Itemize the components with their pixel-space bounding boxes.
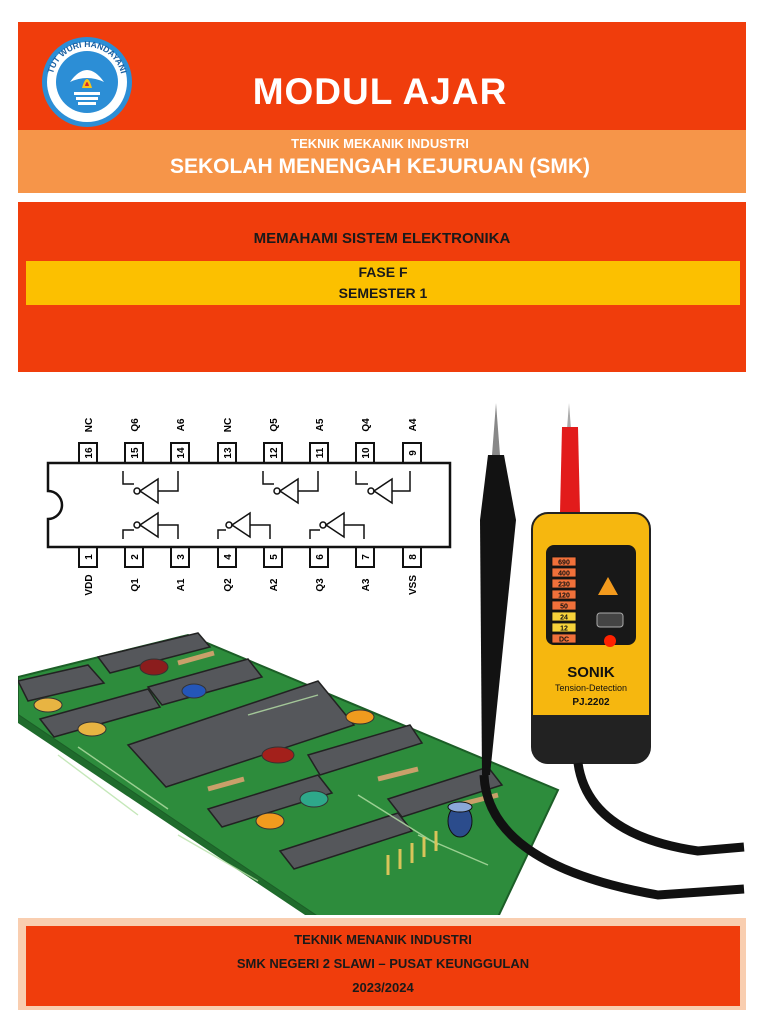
ic-pin-3: 3A1: [170, 546, 190, 591]
ic-pin-label: VSS: [408, 575, 419, 595]
subtitle-band: [18, 130, 746, 193]
tester-scale-led: 24: [551, 611, 577, 622]
ic-pin-label: A5: [315, 418, 326, 431]
fase-band: [26, 261, 740, 305]
ic-pin-label: A4: [408, 418, 419, 431]
ic-pin-label: Q5: [269, 418, 280, 432]
ic-pin-number: 14: [176, 447, 187, 459]
ic-pin-number: 1: [84, 554, 95, 560]
tester-scale-value: 690: [558, 560, 570, 567]
ic-pin-number: 4: [223, 554, 234, 560]
ic-pin-number: 3: [176, 554, 187, 560]
ic-pin-label: A6: [176, 418, 187, 431]
header-banner: [18, 22, 746, 130]
tester-scale-value: DC: [559, 637, 569, 644]
ic-pin-label: NC: [223, 418, 234, 432]
tester-brand: SONIK: [567, 664, 615, 681]
tester-scale-value: 230: [558, 582, 570, 589]
tester-scale-led: 12: [551, 622, 577, 633]
ic-pin-label: Q6: [130, 418, 141, 432]
tester-scale-value: 120: [558, 593, 570, 600]
tester-tagline: Tension-Detection: [555, 683, 627, 693]
module-title: MEMAHAMI SISTEM ELEKTRONIKA: [253, 230, 511, 247]
ic-pin-number: 11: [315, 447, 326, 458]
ic-pin-11: 11 A5: [309, 418, 329, 464]
ic-pin-label: Q4: [361, 418, 372, 432]
ic-pin-label: A2: [269, 578, 280, 591]
ic-pin-label: A3: [361, 578, 372, 591]
footer-program: TEKNIK MENANIK INDUSTRI: [294, 932, 472, 947]
ic-pin-6: 6Q3: [309, 546, 329, 592]
program-name: TEKNIK MEKANIK INDUSTRI: [291, 136, 469, 151]
school-level: SEKOLAH MENENGAH KEJURUAN (SMK): [169, 155, 590, 178]
ic-pin-2: 2Q1: [124, 546, 144, 592]
circuit-board: [18, 632, 560, 915]
ic-pin-number: 2: [130, 554, 141, 560]
tester-scale-value: 50: [560, 604, 568, 611]
tester-scale-led: 690: [551, 556, 577, 567]
ic-pin-number: 16: [84, 447, 95, 459]
ic-pin-number: 13: [223, 447, 234, 459]
ic-pin-number: 7: [361, 554, 372, 560]
ic-pin-15: 15 Q6: [124, 418, 144, 464]
ic-pin-number: 6: [315, 554, 326, 560]
footer-school: SMK NEGERI 2 SLAWI – PUSAT KEUNGGULAN: [236, 956, 530, 971]
ic-pin-number: 15: [130, 447, 141, 459]
ic-pin-label: Q2: [223, 578, 234, 592]
ic-pin-label: Q3: [315, 578, 326, 592]
tut-wuri-handayani-logo: TUT WURI HANDAYANI: [42, 37, 132, 127]
tester-scale-led: 230: [551, 578, 577, 589]
tester-scale-led: DC: [551, 633, 577, 644]
ic-pin-13: 13 NC: [217, 418, 237, 464]
ic-pin-number: 5: [269, 554, 280, 560]
ic-pin-7: 7A3: [355, 546, 375, 591]
tester-model: PJ.2202: [572, 697, 610, 708]
ic-pin-10: 10 Q4: [355, 418, 375, 464]
tester-scale-led: 50: [551, 600, 577, 611]
ic-pin-label: A1: [176, 578, 187, 591]
tester-scale-value: 400: [558, 571, 570, 578]
ic-pin-label: Q1: [130, 578, 141, 592]
ic-pin-12: 12 Q5: [263, 418, 283, 464]
ic-pin-4: 4Q2: [217, 546, 237, 592]
fase-label: FASE F: [358, 264, 408, 280]
tester-scale-led: 120: [551, 589, 577, 600]
ic-pin-9: 9 A4: [402, 418, 422, 464]
page-title: MODUL AJAR: [252, 71, 508, 112]
footer-year: 2023/2024: [352, 980, 414, 995]
footer-banner: [26, 926, 740, 1006]
ic-pin-14: 14 A6: [170, 418, 190, 464]
semester-label: SEMESTER 1: [338, 285, 428, 301]
ic-pin-number: 8: [408, 554, 419, 560]
ic-pin-16: 16 NC: [78, 418, 98, 464]
ic-pin-5: 5A2: [263, 546, 283, 591]
ic-pin-label: VDD: [84, 574, 95, 595]
tester-scale-led: 400: [551, 567, 577, 578]
tester-scale-value: 12: [560, 626, 568, 633]
ic-pin-number: 10: [361, 447, 372, 459]
ic-pin-number: 12: [269, 447, 280, 459]
tester-scale-value: 24: [560, 615, 568, 622]
ic-pin-label: NC: [84, 418, 95, 432]
ic-pin-number: 9: [408, 450, 419, 456]
